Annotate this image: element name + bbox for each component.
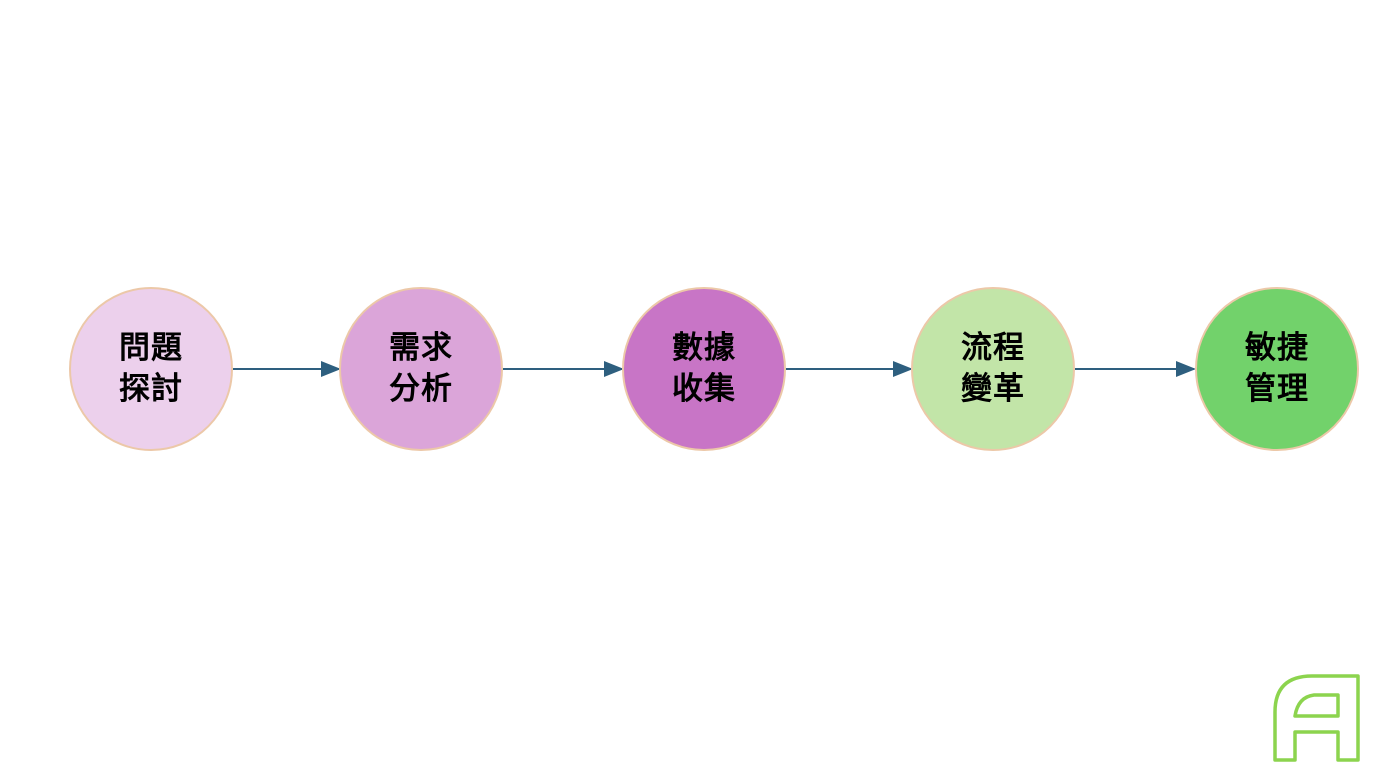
node-label-line1: 需求 — [389, 330, 453, 366]
node-label-line2: 探討 — [119, 371, 183, 407]
node-label-line2: 管理 — [1245, 371, 1309, 407]
node-label-line1: 問題 — [119, 330, 183, 366]
node-label-line2: 分析 — [389, 371, 453, 407]
node-label-line1: 數據 — [672, 330, 736, 366]
node-requirement-analysis: 需求 分析 — [339, 287, 503, 451]
node-problem-exploration: 問題 探討 — [69, 287, 233, 451]
node-label-line1: 敏捷 — [1245, 330, 1309, 366]
node-data-collection: 數據 收集 — [622, 287, 786, 451]
node-process-change: 流程 變革 — [911, 287, 1075, 451]
node-label-line2: 變革 — [961, 371, 1025, 407]
node-label-line1: 流程 — [961, 330, 1025, 366]
logo-a-icon — [1273, 674, 1360, 762]
node-agile-management: 敏捷 管理 — [1195, 287, 1359, 451]
node-label-line2: 收集 — [672, 371, 736, 407]
